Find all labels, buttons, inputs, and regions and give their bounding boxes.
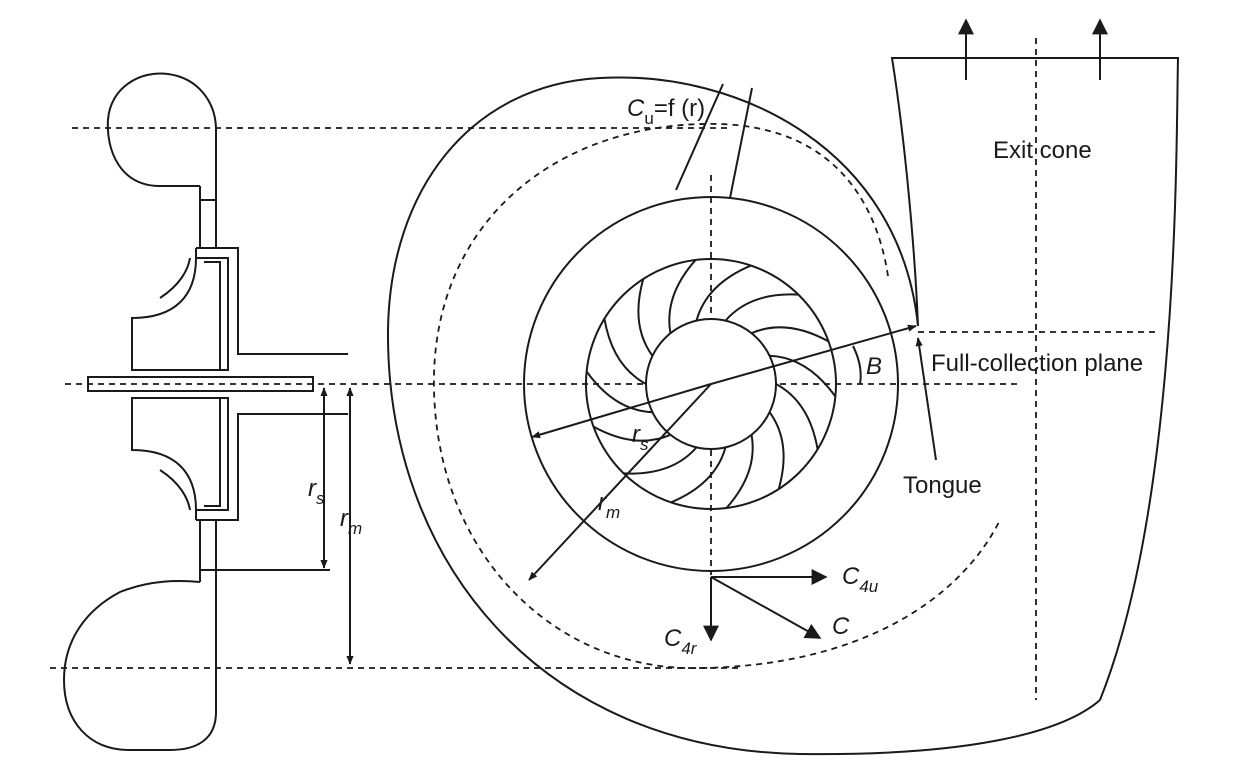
radius-line-to-tongue	[710, 324, 917, 385]
c4u-label: C4u	[842, 563, 879, 596]
impeller-blade	[603, 318, 647, 385]
impeller-blade	[775, 383, 819, 450]
upper-hub	[131, 248, 229, 371]
tongue-pointer	[915, 337, 937, 461]
c-vector	[710, 576, 822, 639]
lower-hub-inner	[204, 398, 221, 507]
impeller-blade	[768, 411, 785, 490]
impeller-blade	[769, 354, 837, 398]
front-volute-view: Cu=f (r) Exit cone Full-collection plane…	[386, 18, 1180, 756]
upper-hub-inner	[204, 261, 221, 370]
upper-volute-section	[106, 72, 217, 248]
upper-impeller	[196, 247, 348, 355]
angle-b-label: B	[866, 353, 882, 380]
impeller-blade	[724, 293, 799, 322]
upper-blade	[159, 257, 191, 299]
mean-radius-scroll	[433, 123, 1001, 669]
cu-label: Cu=f (r)	[627, 95, 705, 128]
impeller-blade	[751, 326, 829, 343]
rm-front-label: rm	[598, 489, 620, 522]
impeller-blade	[725, 434, 754, 509]
cu-section-line-right	[729, 87, 753, 199]
diffuser-outer-circle	[523, 196, 899, 572]
lower-volute-section	[62, 520, 217, 751]
impeller-blade	[668, 259, 697, 334]
c-vector-label: C	[832, 613, 850, 640]
rs-front-label: rs	[632, 421, 649, 454]
tongue-label: Tongue	[903, 472, 982, 499]
impeller-blade	[637, 278, 654, 357]
lower-impeller	[196, 413, 348, 521]
exit-cone-label: Exit cone	[993, 137, 1092, 164]
lower-hub	[131, 397, 229, 520]
angle-b-arc	[852, 345, 862, 385]
side-section-view: rs rm	[62, 72, 362, 751]
impeller-blade	[695, 264, 752, 321]
shaft	[87, 376, 314, 392]
impeller-blade	[585, 370, 653, 414]
impeller-blade	[593, 425, 671, 442]
lower-blade	[159, 469, 191, 511]
rs-side-label: rs	[308, 475, 325, 508]
radius-line-rm	[528, 383, 712, 581]
impeller-blade	[623, 446, 698, 475]
impeller-blades	[585, 259, 837, 509]
cu-section-line-left	[675, 83, 724, 191]
impeller-tip-circle	[585, 258, 837, 510]
impeller-blade	[670, 447, 727, 504]
c4r-label: C4r	[664, 625, 698, 658]
volute-outer-wall	[386, 57, 1180, 756]
radius-line-rs	[531, 383, 712, 439]
rm-side-label: rm	[340, 505, 362, 538]
full-collection-plane-label: Full-collection plane	[931, 350, 1143, 377]
